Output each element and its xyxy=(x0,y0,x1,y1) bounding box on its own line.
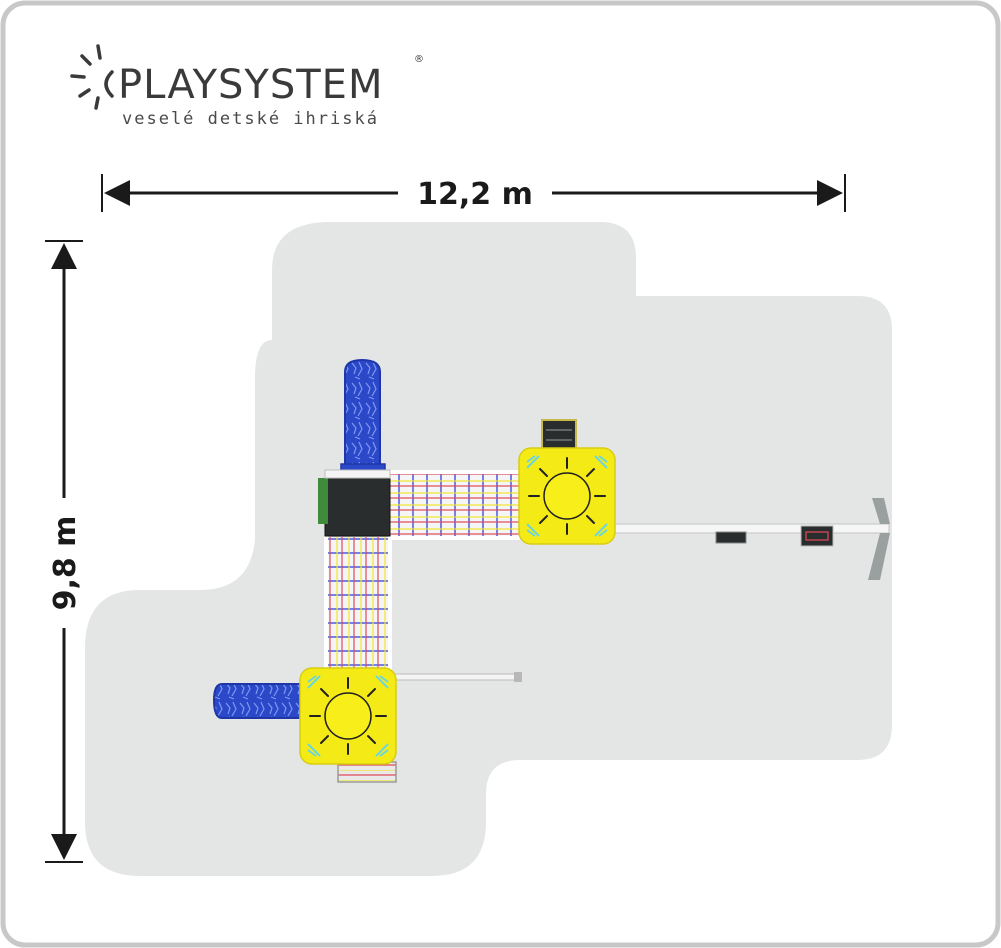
arrow-right-icon xyxy=(817,180,843,206)
width-dimension: 12,2 m xyxy=(101,174,846,212)
slide-top xyxy=(344,358,381,469)
brand-tagline: veselé detské ihriská xyxy=(122,109,379,129)
arrow-down-icon xyxy=(51,834,77,860)
height-label: 9,8 m xyxy=(48,516,83,611)
platform-rail xyxy=(324,469,391,479)
sun-roof-icon xyxy=(299,667,397,765)
net-bridge-vertical xyxy=(325,535,391,671)
swing-frame-leg xyxy=(872,498,890,524)
central-platform xyxy=(324,469,391,537)
monkey-bar-post xyxy=(514,672,522,682)
registered-mark: ® xyxy=(414,54,424,65)
swing-seat-nest xyxy=(800,525,834,547)
swing-frame-leg xyxy=(868,533,890,580)
sun-roof-icon xyxy=(518,447,616,545)
arrow-left-icon xyxy=(104,180,130,206)
net-bridge xyxy=(387,471,521,539)
platform-side-panel xyxy=(318,478,328,524)
monkey-bar xyxy=(391,673,519,681)
swing-seat-trim xyxy=(805,531,829,541)
arrow-up-icon xyxy=(51,243,77,269)
brand-name: PLAYSYSTEM xyxy=(118,62,383,108)
slide-bottom xyxy=(212,683,301,719)
height-dimension: 9,8 m xyxy=(45,240,83,863)
play-structure xyxy=(212,358,890,783)
sun-logo-icon xyxy=(70,44,114,110)
brand-logo: PLAYSYSTEM ® veselé detské ihriská xyxy=(70,44,424,129)
width-label: 12,2 m xyxy=(417,177,533,212)
swing-seat xyxy=(715,531,747,544)
climbing-ladder xyxy=(337,761,397,783)
